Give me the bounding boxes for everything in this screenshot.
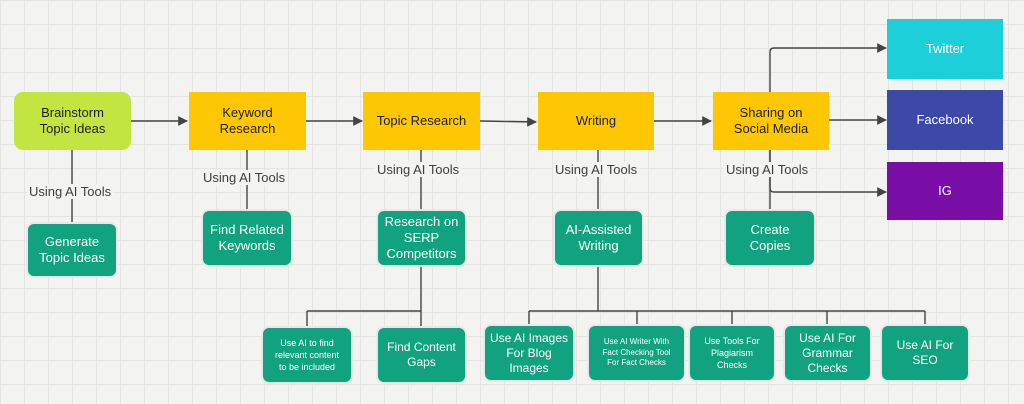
fact-checking-node[interactable]: Use AI Writer With Fact Checking Tool Fo… bbox=[587, 324, 686, 382]
ig-node[interactable]: IG bbox=[887, 162, 1003, 220]
edge-label-topic: Using AI Tools bbox=[375, 162, 462, 177]
plagiarism-checks-node[interactable]: Use Tools For Plagiarism Checks bbox=[688, 324, 776, 382]
find-content-gaps-node[interactable]: Find Content Gaps bbox=[376, 326, 467, 384]
writing-node[interactable]: Writing bbox=[538, 92, 654, 150]
brainstorm-topic-ideas-node[interactable]: Brainstorm Topic Ideas bbox=[14, 92, 131, 150]
research-serp-competitors-node[interactable]: Research on SERP Competitors bbox=[376, 209, 467, 267]
find-relevant-content-node[interactable]: Use AI to find relevant content to be in… bbox=[261, 326, 353, 384]
ai-assisted-writing-node[interactable]: AI-Assisted Writing bbox=[553, 209, 644, 267]
create-copies-node[interactable]: Create Copies bbox=[724, 209, 816, 267]
topic-research-node[interactable]: Topic Research bbox=[363, 92, 480, 150]
facebook-node[interactable]: Facebook bbox=[887, 90, 1003, 150]
edge-label-sharing: Using AI Tools bbox=[724, 162, 811, 177]
twitter-node[interactable]: Twitter bbox=[887, 19, 1003, 79]
ai-images-node[interactable]: Use AI Images For Blog Images bbox=[483, 324, 575, 382]
keyword-research-node[interactable]: Keyword Research bbox=[189, 92, 306, 150]
sharing-on-social-media-node[interactable]: Sharing on Social Media bbox=[713, 92, 829, 150]
edge-label-writing: Using AI Tools bbox=[553, 162, 640, 177]
edge-label-brainstorm: Using AI Tools bbox=[27, 184, 114, 199]
arrow-sharing-to-twitter bbox=[769, 43, 887, 92]
edge-label-keyword: Using AI Tools bbox=[201, 170, 288, 185]
generate-topic-ideas-node[interactable]: Generate Topic Ideas bbox=[26, 222, 118, 278]
find-related-keywords-node[interactable]: Find Related Keywords bbox=[201, 209, 293, 267]
arrow-topic-to-writing bbox=[479, 116, 537, 127]
grammar-checks-node[interactable]: Use AI For Grammar Checks bbox=[783, 324, 872, 382]
seo-node[interactable]: Use AI For SEO bbox=[880, 324, 970, 382]
